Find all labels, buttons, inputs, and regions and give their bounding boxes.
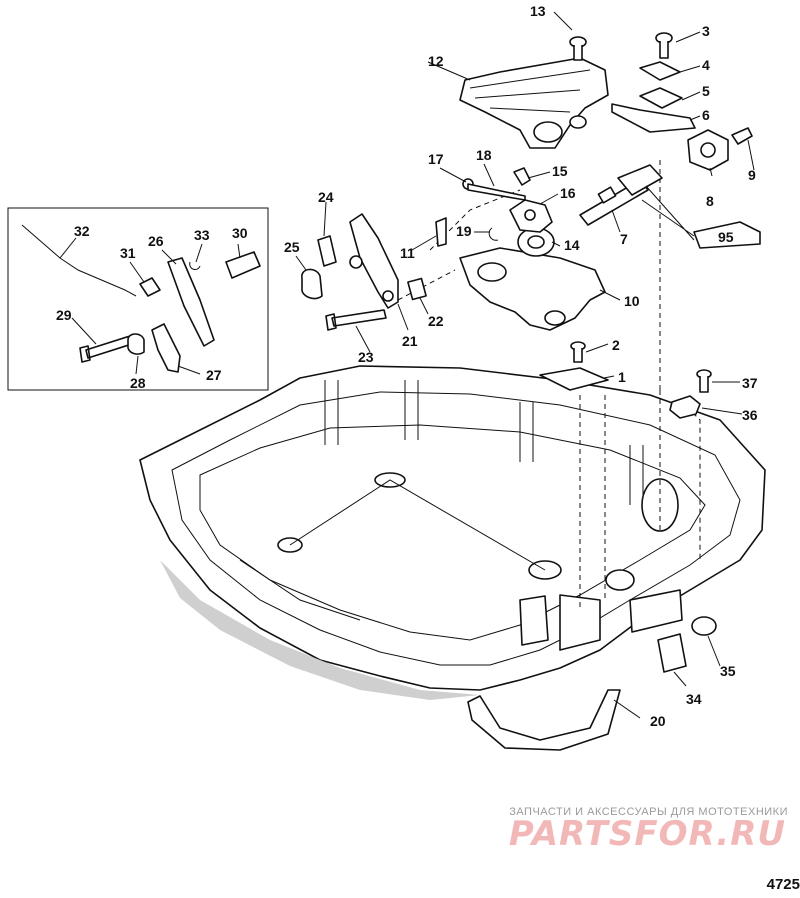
callout-26: 26 <box>148 233 164 249</box>
callout-6: 6 <box>702 107 710 123</box>
callout-32: 32 <box>74 223 90 239</box>
lever-26 <box>167 257 215 347</box>
callout-36: 36 <box>742 407 758 423</box>
callout-18: 18 <box>476 147 492 163</box>
rod-32 <box>21 224 137 297</box>
part-14-bushing <box>517 227 555 257</box>
clip-36 <box>669 395 701 419</box>
callout-35: 35 <box>720 663 736 679</box>
screw-2 <box>570 341 586 363</box>
dashed-guide-lines <box>397 160 701 610</box>
callout-numbers: 1 2 3 4 5 6 7 8 9 10 11 12 13 14 15 16 1… <box>56 3 758 729</box>
callout-20: 20 <box>650 713 666 729</box>
clip-31 <box>139 277 161 297</box>
part-12-bracket <box>459 57 609 149</box>
bottom-cowl <box>139 365 766 700</box>
callout-28: 28 <box>130 375 146 391</box>
callout-9: 9 <box>748 167 756 183</box>
part-10-bracket <box>459 247 606 331</box>
callout-15: 15 <box>552 163 568 179</box>
plate-4 <box>639 61 681 81</box>
sealant-label: 95 <box>718 229 734 245</box>
callout-22: 22 <box>428 313 444 329</box>
diagram-id: 4725 <box>766 876 800 893</box>
callout-25: 25 <box>284 239 300 255</box>
callout-16: 16 <box>560 185 576 201</box>
link-27 <box>151 323 181 373</box>
screw-3 <box>655 32 673 59</box>
plug-35 <box>691 616 717 636</box>
callout-11: 11 <box>400 245 415 261</box>
cap-28 <box>127 333 145 355</box>
cap-25 <box>301 268 323 300</box>
callout-24: 24 <box>318 189 334 205</box>
clip-33 <box>189 261 201 270</box>
link-24 <box>317 235 337 267</box>
bolt-23 <box>325 309 387 331</box>
grommet-34 <box>657 633 687 673</box>
part-21-lever <box>349 213 399 309</box>
screw-13 <box>569 36 587 61</box>
callout-19: 19 <box>456 223 472 239</box>
screw-37 <box>696 369 712 393</box>
callout-3: 3 <box>702 23 710 39</box>
callout-10: 10 <box>624 293 640 309</box>
part-18-link-rod <box>462 178 526 201</box>
callout-2: 2 <box>612 337 620 353</box>
callout-37: 37 <box>742 375 758 391</box>
screw-11 <box>435 217 447 247</box>
callout-12: 12 <box>428 53 444 69</box>
bolt-29 <box>79 335 133 363</box>
callout-7: 7 <box>620 231 628 247</box>
callout-34: 34 <box>686 691 702 707</box>
callout-14: 14 <box>564 237 580 253</box>
screw-9 <box>731 127 753 145</box>
callout-8: 8 <box>706 193 714 209</box>
inset-frame <box>7 207 269 391</box>
callout-27: 27 <box>206 367 222 383</box>
spacer-22 <box>407 277 427 301</box>
callout-31: 31 <box>120 245 136 261</box>
callout-30: 30 <box>232 225 248 241</box>
screw-15 <box>513 167 531 186</box>
callout-21: 21 <box>402 333 418 349</box>
watermark-logo: PARTSFOR.RU <box>508 814 786 854</box>
callout-33: 33 <box>194 227 210 243</box>
plate-6 <box>611 103 696 133</box>
plate-1 <box>539 367 609 391</box>
part-16-arm <box>509 199 553 233</box>
part-8-clamp <box>687 129 729 171</box>
watermark-caption: ЗАПЧАСТИ И АКСЕССУАРЫ ДЛЯ МОТОТЕХНИКИ <box>509 806 788 818</box>
bushing-30 <box>225 251 261 279</box>
callout-17: 17 <box>428 151 444 167</box>
clip-19 <box>488 227 499 241</box>
callout-13: 13 <box>530 3 546 19</box>
leader-lines <box>59 11 755 719</box>
callout-23: 23 <box>358 349 374 365</box>
callout-29: 29 <box>56 307 72 323</box>
callout-4: 4 <box>702 57 710 73</box>
callout-1: 1 <box>618 369 626 385</box>
plate-5 <box>639 87 683 109</box>
part-7-shaft <box>579 164 663 226</box>
sealant-tube: 95 <box>641 185 761 249</box>
cover-20 <box>467 689 621 751</box>
callout-5: 5 <box>702 83 710 99</box>
